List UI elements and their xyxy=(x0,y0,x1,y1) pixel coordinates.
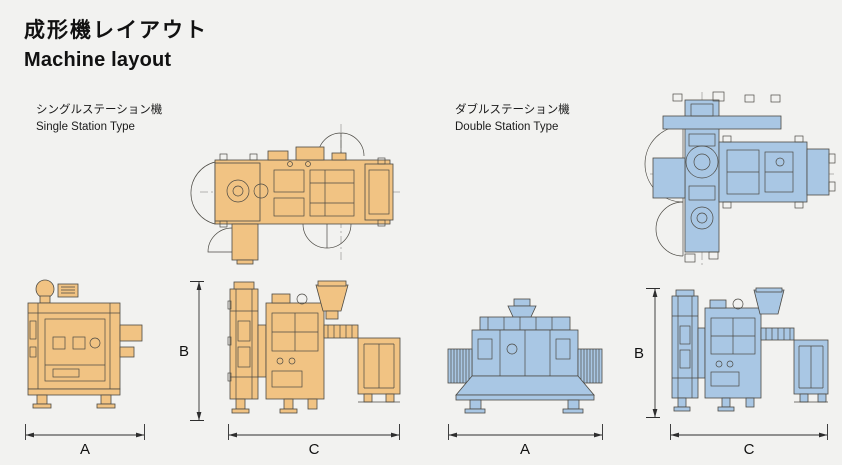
page-title-english: Machine layout xyxy=(24,49,172,71)
dim-label-c-single: C xyxy=(309,441,320,458)
left-tower-unit xyxy=(227,281,259,400)
machine-feet xyxy=(219,153,386,228)
double-station-label: ダブルステーション機 Double Station Type xyxy=(455,102,570,137)
barrel-and-cabinet xyxy=(323,324,401,395)
dim-label-a-double: A xyxy=(520,441,530,458)
barrel-and-cabinet xyxy=(760,327,829,395)
double-dimension-c: C xyxy=(670,424,828,458)
single-station-front-view xyxy=(27,279,143,409)
machine-base-legs xyxy=(231,393,400,414)
single-station-label-en: Single Station Type xyxy=(36,121,135,134)
machine-top-units xyxy=(35,279,79,304)
machine-internal-details xyxy=(226,161,390,217)
left-tower-unit xyxy=(671,289,699,399)
machine-base-legs xyxy=(673,393,828,412)
double-dimension-a: A xyxy=(448,424,603,458)
double-station-label-ja: ダブルステーション機 xyxy=(455,104,570,116)
machine-base-legs xyxy=(27,388,121,409)
side-guard-combs xyxy=(447,348,603,384)
dim-label-a-single: A xyxy=(80,441,90,458)
machine-body xyxy=(27,302,143,390)
double-station-plan-view xyxy=(644,91,836,267)
double-station-front-view xyxy=(447,298,603,414)
single-dimension-a: A xyxy=(25,424,145,458)
dim-label-b-single: B xyxy=(179,343,189,360)
machine-feet xyxy=(672,91,836,263)
center-body xyxy=(257,293,325,400)
dim-label-c-double: C xyxy=(744,441,755,458)
double-station-side-view xyxy=(671,287,829,412)
single-station-label: シングルステーション機 Single Station Type xyxy=(36,102,162,137)
hopper xyxy=(507,298,537,320)
page-title-block: 成形機レイアウト Machine layout xyxy=(24,14,208,72)
center-body xyxy=(697,298,762,399)
double-station-label-en: Double Station Type xyxy=(455,121,559,134)
hopper xyxy=(753,287,785,315)
machine-base-legs xyxy=(455,375,595,414)
single-station-plan-view xyxy=(190,124,400,265)
single-dimension-b: B xyxy=(179,281,204,421)
single-station-side-view xyxy=(227,280,401,414)
single-station-label-ja: シングルステーション機 xyxy=(36,104,163,116)
machine-internal-details xyxy=(685,103,794,230)
hopper xyxy=(315,280,349,320)
page-title-japanese: 成形機レイアウト xyxy=(24,19,208,42)
machine-body xyxy=(471,316,579,377)
single-dimension-c: C xyxy=(228,424,400,458)
dim-label-b-double: B xyxy=(634,345,644,362)
double-dimension-b: B xyxy=(634,288,660,418)
machine-body xyxy=(652,99,830,253)
